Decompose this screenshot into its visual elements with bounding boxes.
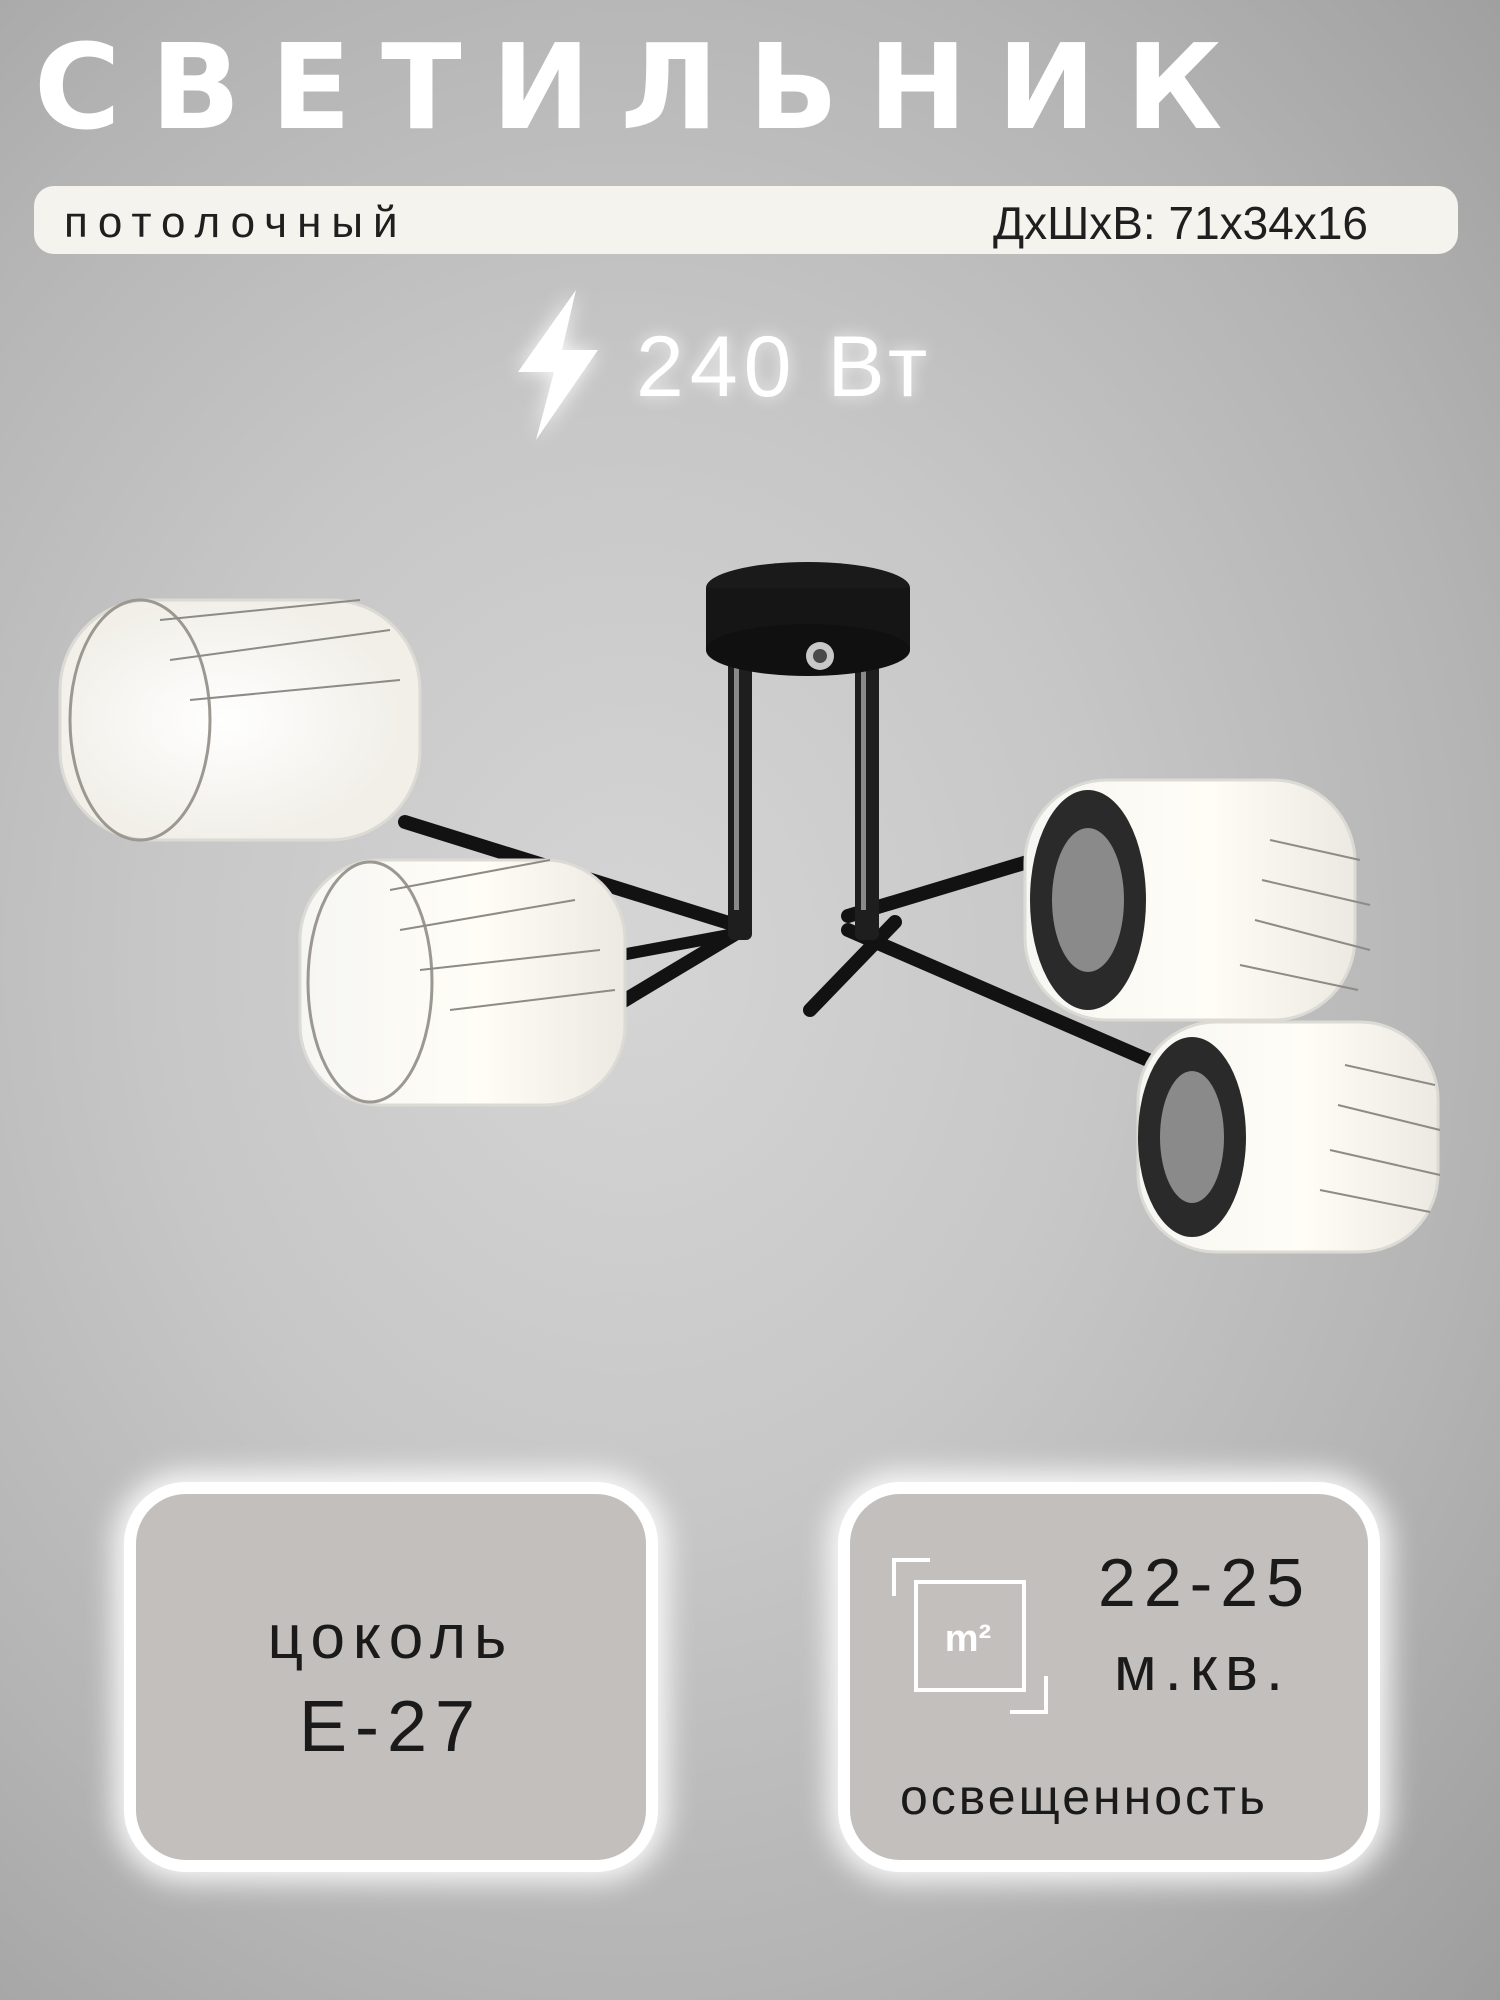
socket-label: цоколь xyxy=(267,1603,515,1672)
lightning-bolt-icon xyxy=(518,290,598,440)
area-range: 22-25 xyxy=(1098,1545,1312,1621)
area-caption: освещенность xyxy=(900,1769,1268,1825)
corner-mark-icon xyxy=(892,1558,930,1596)
lamp-shade-bottom-right xyxy=(1136,1020,1441,1254)
square-meter-icon: m² xyxy=(892,1558,1048,1714)
area-card: m² 22-25 м.кв. освещенность xyxy=(838,1482,1380,1872)
socket-value: Е-27 xyxy=(298,1687,484,1767)
ceiling-canopy xyxy=(706,562,910,676)
corner-mark-icon xyxy=(1010,1676,1048,1714)
power-value: 240 Вт xyxy=(636,319,934,415)
socket-card: цоколь Е-27 xyxy=(124,1482,658,1872)
ceiling-lamp-image xyxy=(58,562,1441,1254)
area-unit: м.кв. xyxy=(1114,1635,1292,1704)
dimensions-label: ДхШхВ: 71х34х16 xyxy=(992,197,1368,249)
power-rating: 240 Вт xyxy=(510,290,990,440)
square-meter-label: m² xyxy=(944,1618,992,1660)
page-title: СВЕТИЛЬНИК xyxy=(34,18,1253,156)
product-type: потолочный xyxy=(64,198,408,247)
lamp-shade-bottom-left xyxy=(298,858,627,1107)
area-icon-frame: m² xyxy=(914,1580,1026,1692)
lamp-shade-top-right xyxy=(1023,778,1371,1022)
subtitle-bar: потолочный ДхШхВ: 71х34х16 xyxy=(34,186,1458,254)
lamp-shade-top-left xyxy=(58,598,422,842)
